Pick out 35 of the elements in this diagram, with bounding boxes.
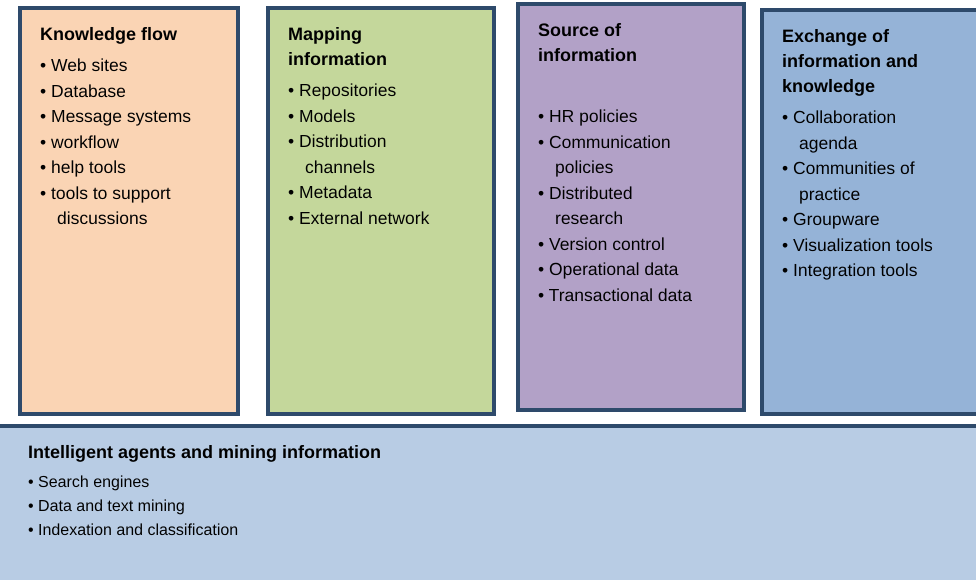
category-panel [516,2,746,412]
bullet-item: • Operational data [538,258,680,281]
panel-heading: Exchange of information and knowledge [782,25,919,98]
bullet-item: • Version control [538,232,666,256]
bullet-item: • Metadata [288,181,373,204]
category-panel [0,424,976,580]
bullet-item: • Transactional data [538,284,693,306]
bullet-item: • Distribution channels [288,130,388,178]
bullet-item: • Integration tools [782,259,919,282]
category-panel [266,6,496,416]
bullet-item: • Distributed research [538,182,634,230]
panel-heading: Source of information [538,19,638,67]
bullet-item: • Communities of practice [782,157,916,206]
bullet-item: • Web sites [40,54,128,77]
panel-heading: Mapping information [288,23,388,71]
bullet-item: • External network [288,206,430,230]
bullet-item: • Data and text mining [28,497,186,517]
bullet-item: • Collaboration agenda [782,106,898,155]
bullet-item: • Repositories [288,79,398,102]
bullet-item: • Search engines [28,473,150,493]
bullet-item: • Communication policies [538,130,672,179]
bullet-item: • Groupware [782,208,881,231]
bullet-item: • Models [288,104,356,128]
bullet-item: • HR policies [538,105,638,128]
bullet-item: • Indexation and classification [28,521,240,541]
bullet-item: • Message systems [40,105,192,128]
bullet-item: • Database [40,80,127,102]
category-panel [18,6,240,416]
panel-heading: Knowledge flow [40,23,178,46]
panel-heading: Intelligent agents and mining information [28,441,382,464]
bullet-item: • help tools [40,156,127,179]
bullet-item: • Visualization tools [782,234,934,256]
bullet-item: • tools to support discussions [40,182,172,230]
bullet-item: • workflow [40,130,120,154]
category-panel [760,8,976,416]
